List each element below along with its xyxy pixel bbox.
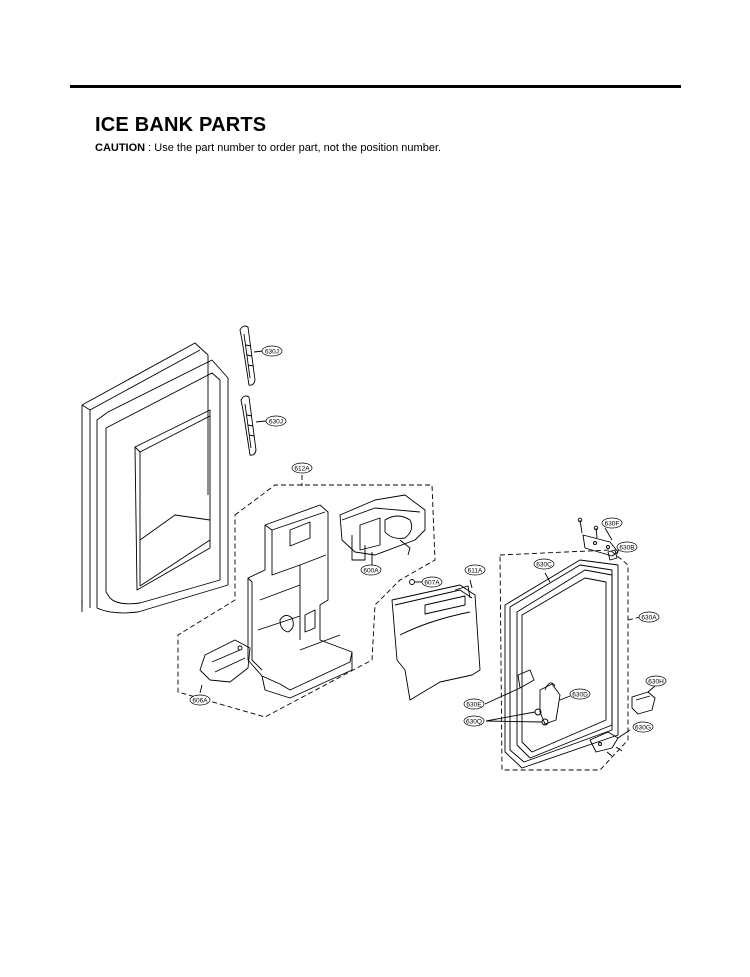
page-title: ICE BANK PARTS [95,114,267,136]
handle-630d [539,682,571,725]
svg-text:630D: 630D [572,691,588,698]
caution-note: CAUTION : Use the part number to order p… [95,142,441,154]
ice-bank-door-630a [516,569,613,759]
svg-text:606A: 606A [192,697,208,704]
callout-606a: 606A [189,694,211,706]
svg-text:600A: 600A [363,567,379,574]
svg-text:611A: 611A [468,567,483,574]
hinge-cover-630j-bottom [240,395,267,456]
assembly-boundary-630a [499,549,641,771]
screws-630q [485,708,549,726]
callout-630j-top: 630J [261,345,283,357]
assembly-boundary-612a [177,475,436,718]
callout-630c: 630C [533,558,555,570]
callout-630f: 630F [601,517,623,529]
bracket-606a [199,639,251,694]
ice-bank-housing-612a [247,504,353,699]
svg-text:612A: 612A [294,465,310,472]
hinge-pin-630b [607,547,620,561]
callout-600a: 600A [360,564,382,576]
screw-607a [409,579,422,585]
svg-text:630A: 630A [641,614,657,621]
svg-text:630C: 630C [536,561,552,568]
svg-text:630Q: 630Q [466,718,482,725]
callout-630d: 630D [569,688,591,700]
caution-text: : Use the part number to order part, not… [145,142,442,154]
callout-630b: 630B [616,541,638,553]
latch-630e [484,669,535,705]
cover-611a [391,579,481,701]
svg-text:630E: 630E [466,701,482,708]
header-rule [70,85,681,88]
svg-text:630F: 630F [605,520,620,527]
svg-text:630B: 630B [619,544,634,551]
svg-text:607A: 607A [424,579,440,586]
caution-label: CAUTION [95,142,146,154]
svg-text:630J: 630J [265,348,279,355]
hinge-cover-630j-top [239,325,264,386]
door-gasket-630c [504,559,619,769]
hinge-bracket-630f [577,517,619,557]
callout-630e: 630E [463,698,485,710]
callout-612a: 612A [291,462,313,474]
refrigerator-door [81,342,229,614]
callout-630h: 630H [645,675,667,687]
callout-630q: 630Q [463,715,485,727]
svg-text:630G: 630G [635,724,651,731]
callout-630g: 630G [632,721,654,733]
svg-text:630J: 630J [269,418,283,425]
callout-611a: 611A [464,564,486,576]
stopper-630h [631,685,656,715]
bottom-hinge-630g [589,729,631,757]
callout-630j-bottom: 630J [265,415,287,427]
callout-630a: 630A [638,611,660,623]
svg-text:630H: 630H [648,678,664,685]
ice-maker-600a [339,494,426,565]
callout-607a: 607A [421,576,443,588]
